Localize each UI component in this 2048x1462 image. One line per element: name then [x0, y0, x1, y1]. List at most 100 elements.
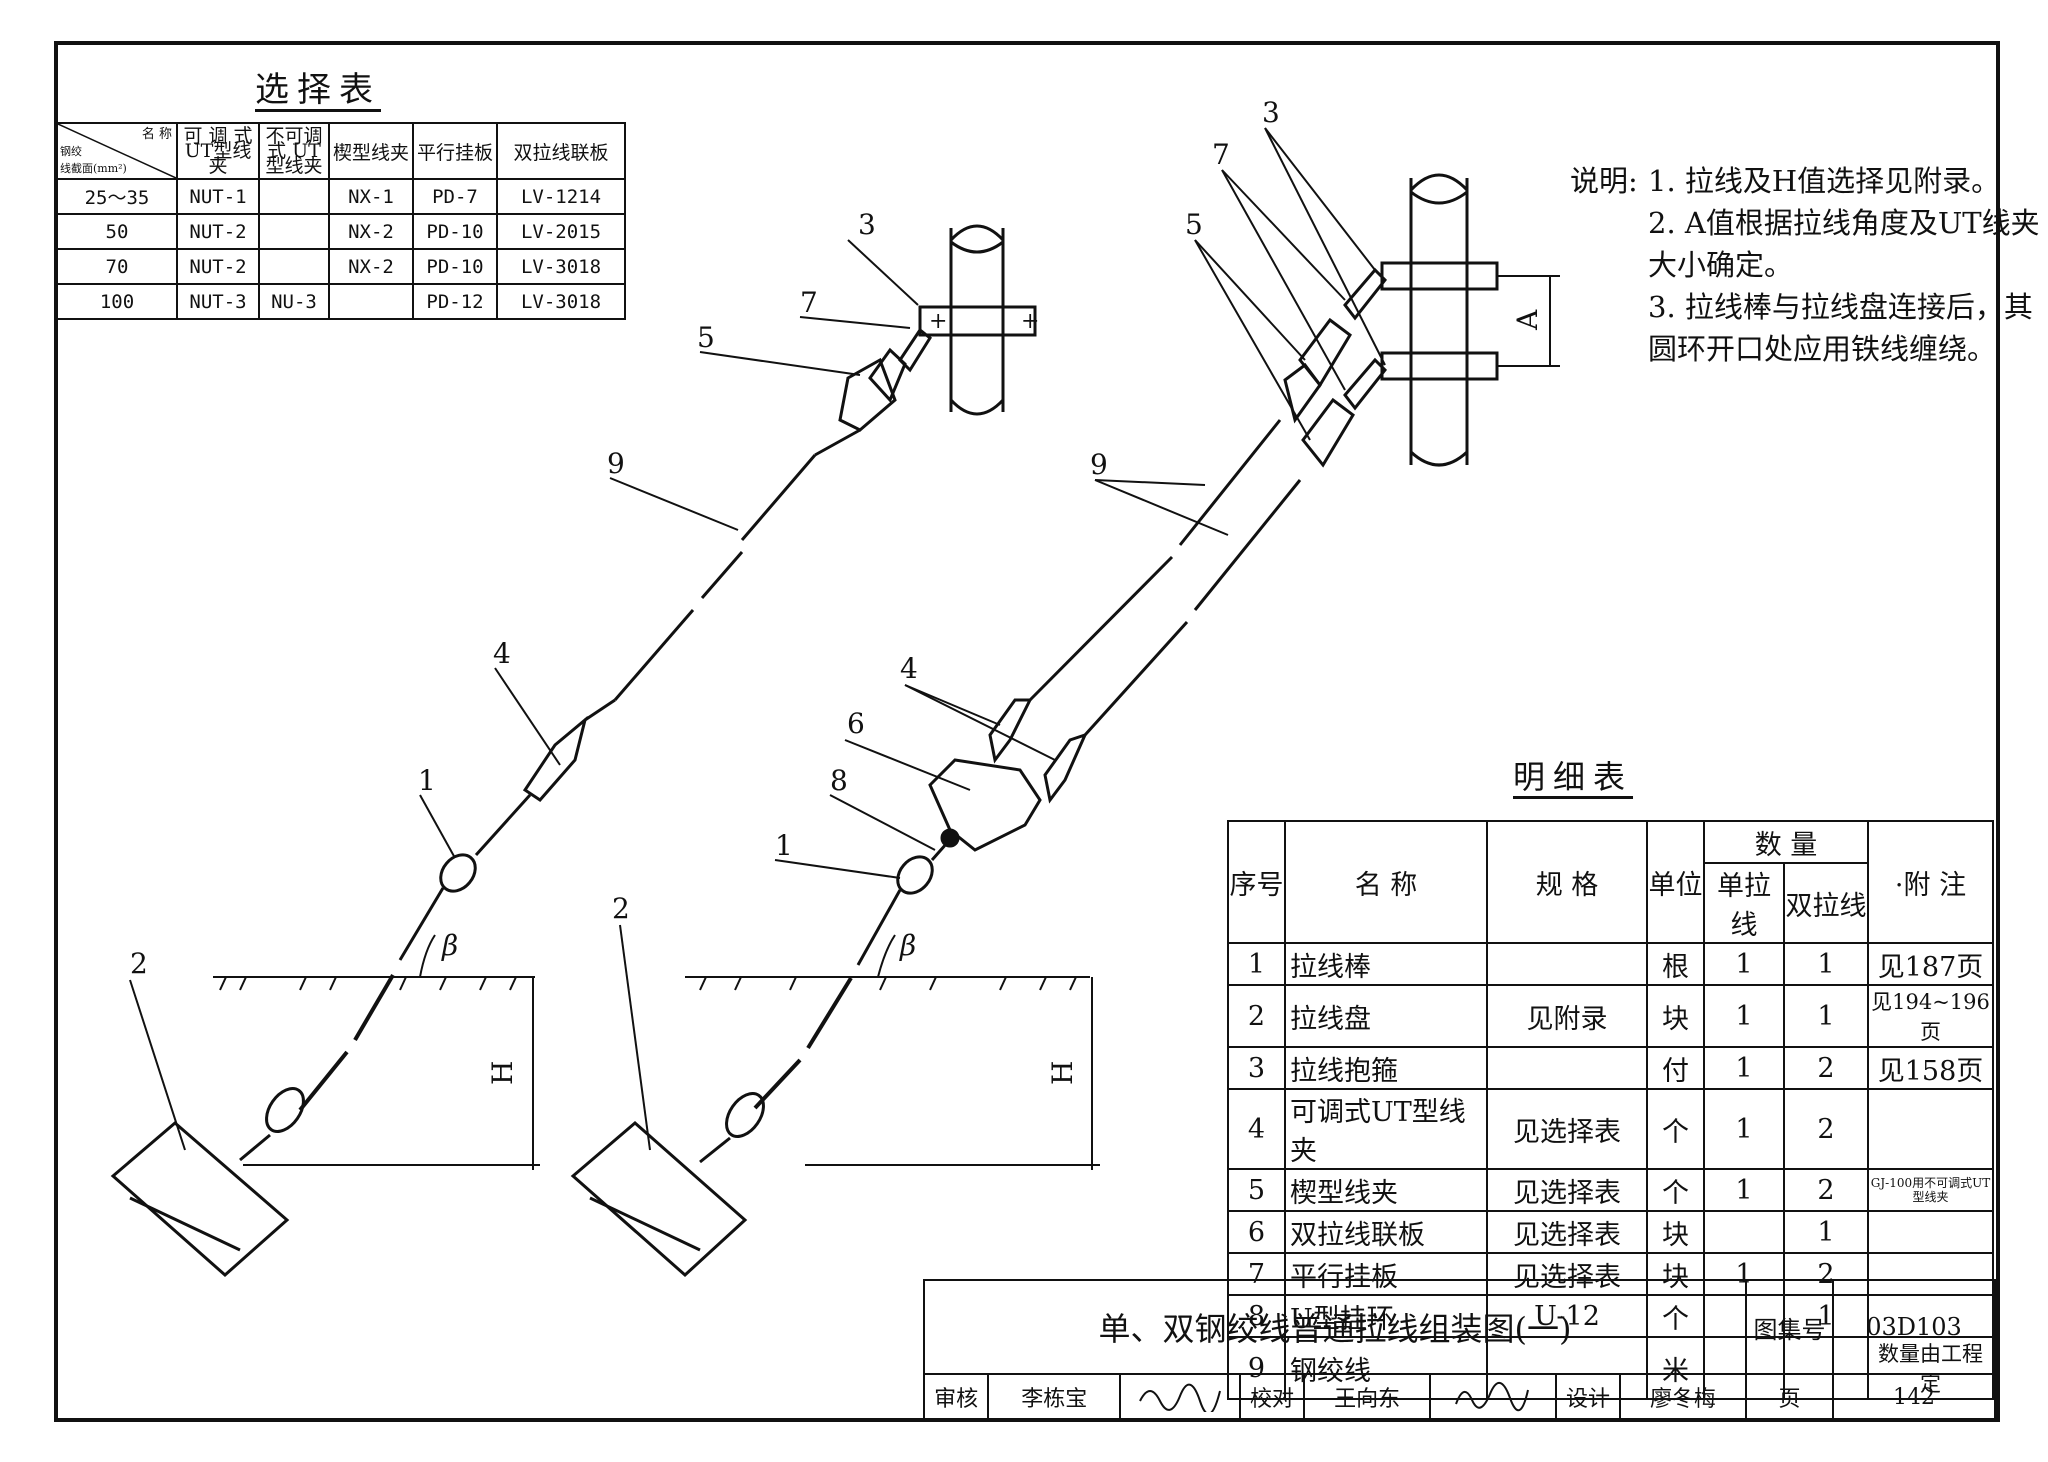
cell: 见158页: [1867, 1046, 1994, 1090]
cell: NX-1: [328, 178, 414, 215]
label-right-3: 3: [1262, 96, 1280, 129]
cell: NUT-2: [176, 248, 260, 285]
ut-clamp-right-1: [988, 698, 1033, 764]
cell: [258, 213, 330, 250]
wedge-clamp-left: [868, 347, 907, 403]
label-right-1: 1: [775, 829, 793, 862]
cell: 块: [1646, 984, 1705, 1048]
diag-bottom-label-1: 钢绞: [60, 145, 82, 158]
cell: 1: [1703, 1046, 1785, 1090]
label-right-7: 7: [1212, 138, 1230, 171]
reviewer-signature: [1119, 1373, 1241, 1421]
guy-rod-right: [856, 889, 902, 966]
h-label-left: H: [486, 1061, 519, 1085]
cell: 拉线棒: [1284, 942, 1488, 986]
selection-row: 50 NUT-2 NX-2 PD-10 LV-2015: [56, 213, 626, 250]
cell: [258, 178, 330, 215]
label-right-5: 5: [1185, 208, 1203, 241]
cell: 见194~196页: [1867, 984, 1994, 1048]
parallel-plate-left: [898, 327, 932, 373]
note-item-2: 2. A值根据拉线角度及UT线夹大小确定。: [1648, 206, 2040, 282]
detail-header-row-2: 单拉线 双拉线: [1228, 862, 1993, 944]
cell: 根: [1646, 942, 1705, 986]
note-item-1: 1. 拉线及H值选择见附录。: [1648, 164, 2001, 198]
cell: NUT-2: [176, 213, 260, 250]
cell: 1: [1227, 942, 1286, 986]
cell: 4: [1227, 1088, 1286, 1170]
cell: [258, 248, 330, 285]
cell: 1: [1703, 1168, 1785, 1212]
cell: [1486, 942, 1648, 986]
cell: NX-2: [328, 213, 414, 250]
col-wedge-clamp: 楔型线夹: [328, 122, 414, 180]
cell: 拉线盘: [1284, 984, 1488, 1048]
ut-clamp-right-2: [1043, 732, 1088, 804]
guy-clamp-left: [918, 305, 1037, 337]
cell: NUT-1: [176, 178, 260, 215]
detail-header-row-1: 序号 名 称 规 格 单位 数 量 ·附 注: [1227, 820, 1994, 944]
label-right-6: 6: [847, 707, 865, 740]
label-left-4: 4: [493, 637, 511, 670]
hdr-no: 序号: [1227, 820, 1286, 944]
cell: PD-12: [412, 283, 498, 320]
cell: 6: [1227, 1210, 1286, 1254]
label-left-7: 7: [800, 286, 818, 319]
diag-top-label: 名 称: [141, 127, 172, 142]
anchor-plate-right: [570, 1121, 748, 1278]
atlas-number: 03D103: [1832, 1279, 1996, 1375]
hdr-name: 名 称: [1284, 820, 1488, 944]
hdr-unit: 单位: [1646, 820, 1705, 944]
selection-table-header: 名 称 钢绞 线截面(mm²) 可 调 式 UT型线夹 不可调式 UT型线夹 楔…: [56, 122, 626, 180]
beta-left: β: [441, 929, 458, 962]
rod-eye-left: [439, 853, 477, 893]
cell: PD-10: [412, 248, 498, 285]
cell: 2: [1783, 1046, 1869, 1090]
checker-signature: [1429, 1373, 1557, 1421]
cell: NX-2: [328, 248, 414, 285]
hdr-double: 双拉线: [1783, 862, 1869, 944]
ut-clamp-left: [522, 715, 588, 802]
cell: 1: [1783, 984, 1869, 1048]
page-label: 页: [1745, 1373, 1834, 1421]
drawing-title: 单、双钢绞线普通拉线组装图(一): [923, 1279, 1747, 1375]
col-parallel-plate: 平行挂板: [412, 122, 498, 180]
hdr-spec: 规 格: [1486, 820, 1648, 944]
cell: [328, 283, 414, 320]
guy-clamp-right-lower: [1380, 351, 1499, 381]
parallel-plate-right-upper: [1343, 267, 1388, 321]
pole-left: [949, 224, 1005, 416]
design-label: 设计: [1554, 1373, 1622, 1421]
cell: 100: [56, 283, 178, 320]
col-nonadjustable-ut: 不可调式 UT型线夹: [258, 122, 330, 180]
hdr-note: ·附 注: [1867, 820, 1994, 944]
note-item-3: 3. 拉线棒与拉线盘连接后，其圆环开口处应用铁线缠绕。: [1648, 290, 2033, 366]
svg-text:+: +: [1021, 309, 1039, 334]
designer-name: 廖冬梅: [1619, 1373, 1747, 1421]
label-right-9: 9: [1090, 448, 1108, 481]
label-left-9: 9: [607, 447, 625, 480]
cell: 见187页: [1867, 942, 1994, 986]
drawing-frame: [54, 41, 2000, 1422]
cell: LV-2015: [496, 213, 626, 250]
anchor-plate-left: [110, 1121, 290, 1278]
cell: 25～35: [56, 178, 178, 215]
a-label: A: [1511, 309, 1544, 331]
cell: 1: [1783, 1210, 1869, 1254]
check-label: 校对: [1238, 1373, 1306, 1421]
cell: LV-3018: [496, 283, 626, 320]
hdr-single: 单拉线: [1703, 862, 1785, 944]
cell: 1: [1703, 1088, 1785, 1170]
cell: 70: [56, 248, 178, 285]
cell: 见选择表: [1486, 1168, 1648, 1212]
cell: 拉线抱箍: [1284, 1046, 1488, 1090]
cell: [1867, 1210, 1994, 1254]
diag-bottom-label-2: 线截面(mm²): [60, 162, 127, 175]
reviewer-name: 李栋宝: [987, 1373, 1122, 1421]
cell: 2: [1783, 1168, 1869, 1212]
